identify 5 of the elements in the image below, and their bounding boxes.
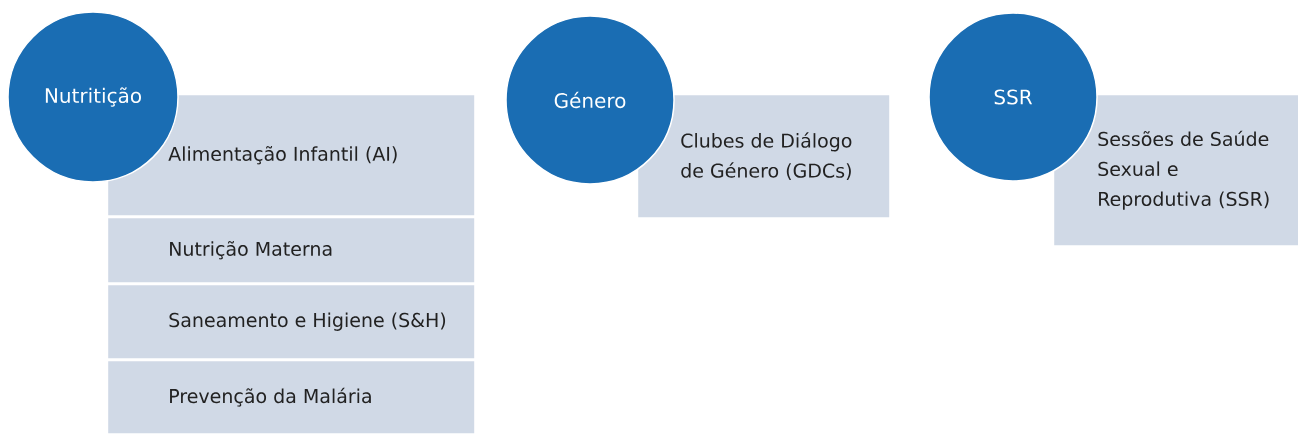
text-box: Clubes de Diálogo de Género (GDCs) [638,95,890,218]
text-box: Nutrição Materna [108,218,475,283]
text-box: Sessões de Saúde Sexual e Reprodutiva (SSR) [1054,95,1298,246]
text-box: Prevenção da Malária [108,361,475,434]
text-box: Saneamento e Higiene (S&H) [108,285,475,359]
